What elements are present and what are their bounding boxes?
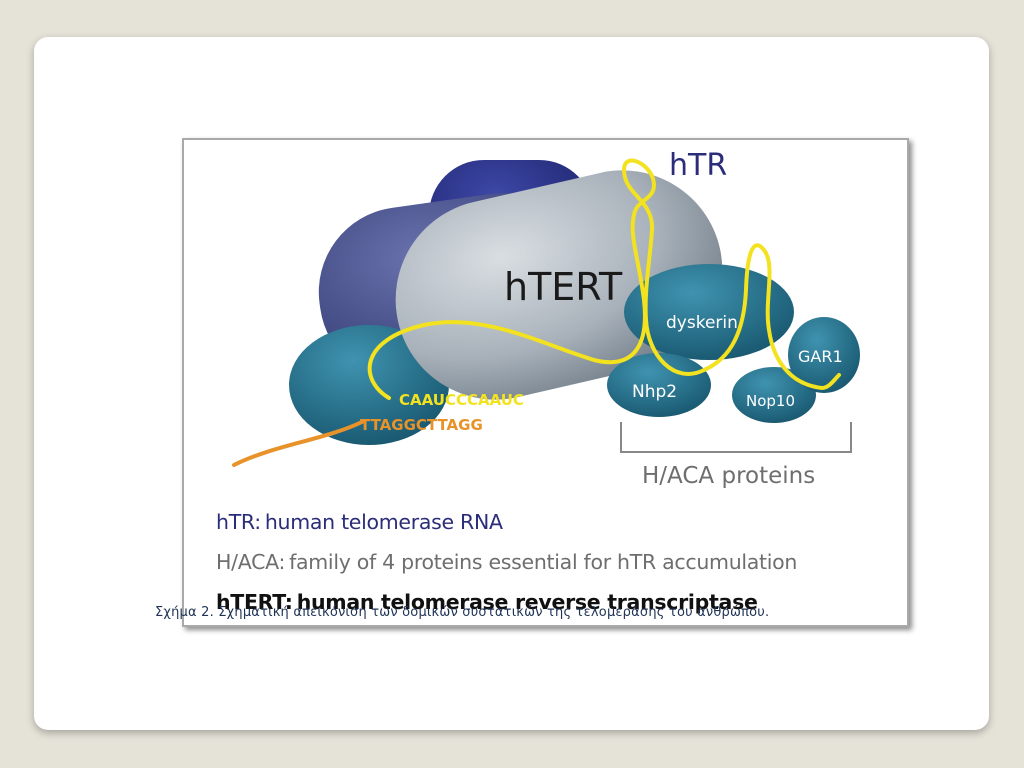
telomere-dna-label: TTAGGCTTAGG	[360, 416, 483, 434]
htr-label: hTR	[669, 148, 727, 183]
template-rna-label: CAAUCCCAAUC	[399, 391, 524, 409]
teal-left-domain	[289, 325, 449, 445]
dyskerin-label: dyskerin	[666, 313, 738, 333]
gar1-protein	[788, 317, 860, 393]
legend-definition: family of 4 proteins essential for hTR a…	[289, 550, 798, 574]
legend-htr: hTR:human telomerase RNA	[216, 510, 503, 534]
telomerase-figure: hTR hTERT dyskerin GAR1 Nhp2 Nop10 CAAUC…	[182, 138, 909, 627]
legend-term: hTERT:	[216, 590, 293, 614]
gar1-label: GAR1	[798, 347, 843, 366]
legend-term: H/ACA:	[216, 550, 286, 574]
nop10-protein	[732, 367, 816, 423]
telomerase-diagram: hTR hTERT dyskerin GAR1 Nhp2 Nop10 CAAUC…	[232, 148, 860, 489]
legend-haca: H/ACA:family of 4 proteins essential for…	[216, 550, 797, 574]
slide: hTR hTERT dyskerin GAR1 Nhp2 Nop10 CAAUC…	[34, 37, 989, 730]
legend-htert: hTERT:human telomerase reverse transcrip…	[216, 590, 758, 614]
dyskerin-protein	[624, 264, 794, 360]
figure-caption: Σχήμα 2. Σχηματική απεικόνιση των δομικώ…	[155, 605, 770, 620]
haca-label: H/ACA proteins	[642, 463, 815, 489]
nhp2-protein	[607, 353, 711, 417]
legend-term: hTR:	[216, 510, 261, 534]
nhp2-label: Nhp2	[632, 382, 677, 402]
htr-rna-strand	[367, 158, 841, 400]
nop10-label: Nop10	[746, 392, 795, 410]
htert-label: hTERT	[504, 265, 623, 309]
telomere-dna-strand	[232, 420, 364, 467]
legend-definition: human telomerase reverse transcriptase	[296, 590, 758, 614]
legend-definition: human telomerase RNA	[264, 510, 503, 534]
haca-bracket	[620, 422, 852, 453]
